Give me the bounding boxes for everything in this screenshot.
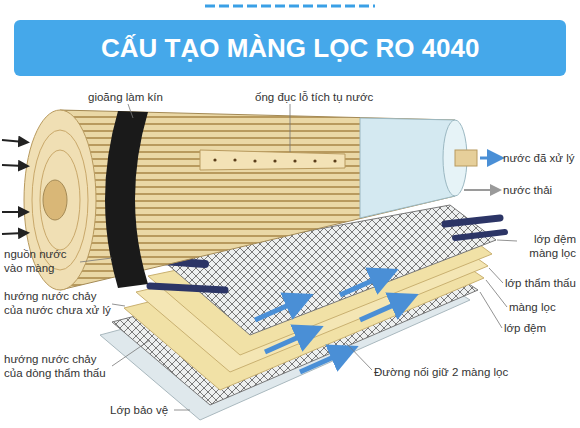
- part-label: nước đã xử lý: [503, 152, 575, 166]
- part-label: hướng nước chảy của dòng thẩm thấu: [4, 353, 112, 381]
- title-text: CẤU TẠO MÀNG LỌC RO 4040: [101, 33, 480, 64]
- part-label: nguồn nước vào màng: [4, 248, 80, 276]
- part-label: lớp đệm: [504, 322, 546, 336]
- part-label: Đường nối giữ 2 màng lọc: [374, 366, 508, 380]
- part-label: hướng nước chảy của nước chưa xử lý: [4, 290, 112, 318]
- part-label: lớp đệm màng lọc: [518, 233, 576, 261]
- part-label: gioăng làm kín: [88, 91, 163, 105]
- part-label: màng lọc: [509, 301, 556, 315]
- part-label: nước thải: [503, 184, 552, 198]
- part-label: lớp thẩm thấu: [505, 277, 576, 291]
- part-label: ống đục lỗ tích tụ nước: [255, 91, 373, 105]
- part-label: Lớp bảo vệ: [110, 404, 168, 418]
